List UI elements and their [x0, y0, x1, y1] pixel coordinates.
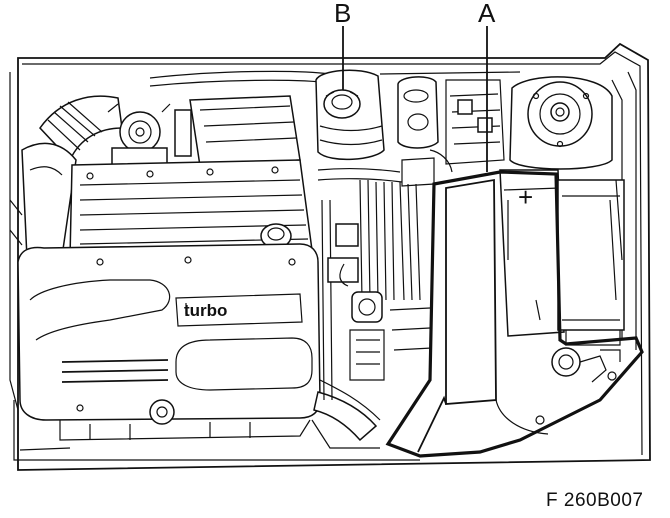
- air-intake-hose: [9, 95, 123, 282]
- throttle-body: [107, 103, 192, 167]
- fender-liner: [19, 179, 623, 451]
- battery-cover: [385, 170, 644, 458]
- coolant-reservoir: [315, 69, 385, 161]
- valve-cover: [69, 159, 313, 259]
- battery-positive-symbol: +: [518, 182, 533, 212]
- engine-bay-frame: [9, 42, 651, 471]
- figure-code: F 260B007: [546, 490, 643, 511]
- engine-cover-logo: turbo: [184, 301, 227, 320]
- lower-engine-block: [59, 379, 381, 442]
- intake-manifold: [189, 95, 301, 167]
- center-wiring-harness: [317, 168, 433, 401]
- brake-fluid-reservoir: [397, 76, 439, 187]
- battery: [499, 169, 625, 346]
- callout-b-label: B: [334, 0, 351, 28]
- relay-cluster: [429, 79, 505, 173]
- strut-tower: [509, 76, 613, 170]
- callout-leaders: [342, 26, 488, 172]
- engine-cover: [17, 243, 321, 421]
- callout-a-label: A: [478, 0, 496, 28]
